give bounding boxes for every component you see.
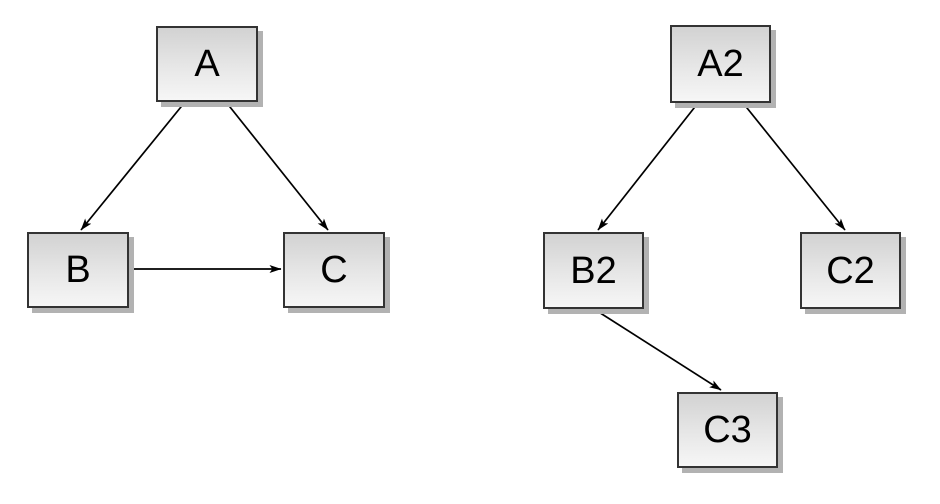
graph-node-B2: B2 <box>543 232 644 309</box>
node-label-B: B <box>65 249 91 291</box>
node-label-B2: B2 <box>570 249 617 292</box>
node-label-C3: C3 <box>703 409 752 451</box>
node-label-C: C <box>320 249 348 291</box>
edge-A-to-B <box>80 101 186 231</box>
graph-node-A: A <box>156 26 258 102</box>
edge-A2-to-C2 <box>742 102 846 231</box>
node-label-A: A <box>194 43 220 85</box>
graph-node-B: B <box>27 232 129 308</box>
graph-node-C2: C2 <box>800 232 901 309</box>
edge-A-to-C <box>225 101 329 231</box>
graph-node-A2: A2 <box>670 25 771 103</box>
node-label-A2: A2 <box>697 43 744 85</box>
graph-node-C3: C3 <box>677 392 778 468</box>
edge-B2-to-C3 <box>593 308 722 391</box>
graph-node-C: C <box>283 232 385 308</box>
edge-A2-to-B2 <box>597 102 699 231</box>
node-label-C2: C2 <box>826 249 875 292</box>
